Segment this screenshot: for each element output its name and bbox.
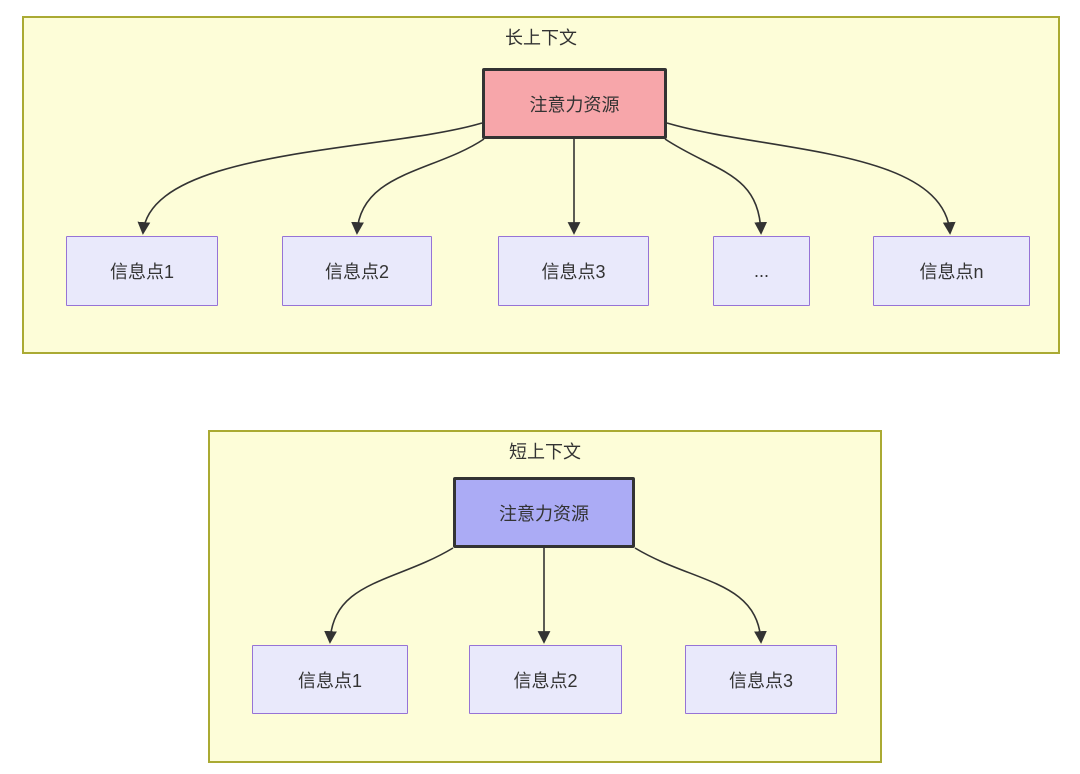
long-info-node-1: 信息点1	[66, 236, 218, 306]
long-attention-resource-node: 注意力资源	[482, 68, 667, 139]
long-info-node-n: 信息点n	[873, 236, 1030, 306]
long-info-node-3: 信息点3	[498, 236, 649, 306]
short-info-node-3: 信息点3	[685, 645, 837, 714]
long-context-title: 长上下文	[505, 28, 577, 48]
long-info-node-ellipsis: ...	[713, 236, 810, 306]
short-attention-resource-node: 注意力资源	[453, 477, 635, 548]
long-info-node-2: 信息点2	[282, 236, 432, 306]
short-info-node-2: 信息点2	[469, 645, 622, 714]
short-context-title: 短上下文	[509, 442, 581, 462]
short-info-node-1: 信息点1	[252, 645, 408, 714]
